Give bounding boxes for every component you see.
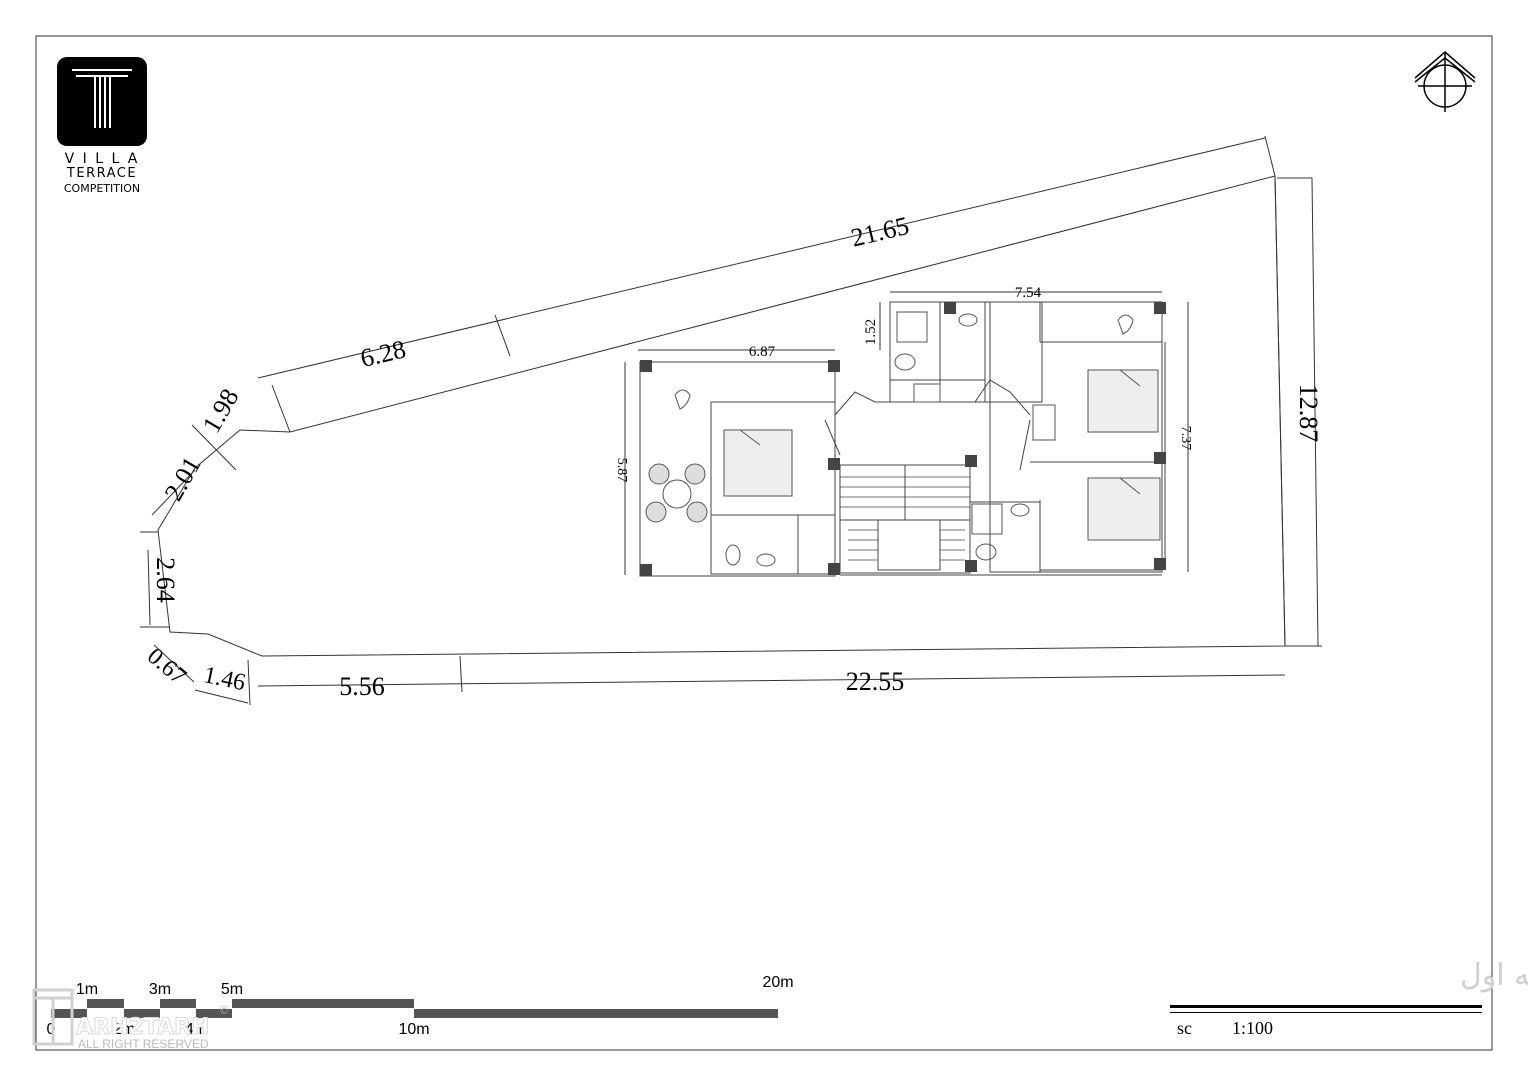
logo-line-2: TERRACE <box>66 166 137 181</box>
dim-south-left: 5.56 <box>339 672 385 701</box>
title-rule <box>1170 1005 1482 1008</box>
scale-value: 1:100 <box>1232 1018 1273 1038</box>
dim-north: 21.65 <box>848 211 912 253</box>
watermark-text: ARH2TARH <box>76 1015 209 1040</box>
logo: V I L L A TERRACE COMPETITION <box>57 57 147 195</box>
cooktop-icon <box>913 383 941 403</box>
logo-line-1: V I L L A <box>65 151 140 167</box>
bed-icon <box>1087 369 1159 433</box>
dim-left-depth: 5.87 <box>614 458 629 483</box>
plan-title: پلان مبلمان طبقه اول <box>1460 958 1528 993</box>
toilet-icon <box>975 543 997 561</box>
sink-icon <box>958 313 978 327</box>
dim-top-width: 7.54 <box>1015 285 1042 301</box>
chair-icon <box>686 501 708 523</box>
watermark: ARH2TARH © ALL RIGHT RESERVED <box>32 988 228 1051</box>
shower-icon <box>971 503 1003 535</box>
structural-columns <box>640 302 1166 576</box>
scale-label-1m: 1m <box>76 981 98 998</box>
scale-label-20m: 20m <box>762 974 793 991</box>
building-dimension-labels: 7.54 6.87 1.52 5.87 7.37 <box>614 285 1193 482</box>
scale-label-4m: 4m <box>185 1021 207 1038</box>
building-plan <box>639 301 1166 577</box>
watermark-copyright: © <box>220 1005 228 1017</box>
watermark-subtext: ALL RIGHT RESERVED <box>78 1037 209 1051</box>
chair-icon <box>648 463 670 485</box>
dim-left-width: 6.87 <box>749 344 776 360</box>
logo-line-3: COMPETITION <box>64 182 140 195</box>
shower-icon <box>896 311 928 343</box>
toilet-icon <box>725 544 741 566</box>
bed-icon <box>723 429 793 497</box>
bed-icon <box>1087 477 1161 541</box>
desk-icon <box>1032 404 1056 441</box>
scale-bar <box>51 999 778 1018</box>
furniture <box>645 311 1161 567</box>
plant-icon <box>1117 314 1134 335</box>
column-t-logo-icon <box>57 57 147 146</box>
sheet-border <box>35 35 1493 1051</box>
dim-northwest: 6.28 <box>358 334 409 373</box>
site-boundary <box>157 175 1286 657</box>
scale-label-10m: 10m <box>398 1021 429 1038</box>
table-icon <box>662 479 692 509</box>
scale-label-0: 0 <box>47 1021 56 1038</box>
chair-icon <box>645 501 667 523</box>
title-rule-thin <box>1170 1012 1482 1013</box>
dim-arc-1: 1.98 <box>197 384 245 438</box>
scale-label-2m: 2m <box>113 1021 135 1038</box>
dim-south: 22.55 <box>846 667 905 696</box>
dim-right-depth: 7.37 <box>1178 426 1193 451</box>
dim-west: 2.64 <box>151 557 180 603</box>
scale-label-3m: 3m <box>149 981 171 998</box>
title-block: پلان مبلمان طبقه اول sc 1:100 <box>1170 958 1528 1038</box>
chair-icon <box>684 463 706 485</box>
site-dimension-lines <box>140 135 1322 706</box>
north-arrow-icon <box>1414 51 1476 112</box>
dim-arc-3: 0.67 <box>142 643 191 690</box>
scale-label-5m: 5m <box>221 981 243 998</box>
dim-east: 12.87 <box>1294 384 1323 443</box>
building-dimension-lines <box>624 291 1189 575</box>
toilet-icon <box>894 353 916 371</box>
dim-arc-2: 2.01 <box>159 452 207 506</box>
dim-step: 1.52 <box>863 319 879 345</box>
scale-bar-labels: 1m 3m 5m 20m 0 2m 4m 10m <box>47 974 794 1038</box>
sink-icon <box>756 553 776 567</box>
column-glyph <box>72 69 132 128</box>
dim-arc-4: 1.46 <box>201 662 247 696</box>
sink-icon <box>1010 503 1030 517</box>
plant-icon <box>674 389 691 410</box>
scale-caption: sc <box>1177 1018 1192 1038</box>
